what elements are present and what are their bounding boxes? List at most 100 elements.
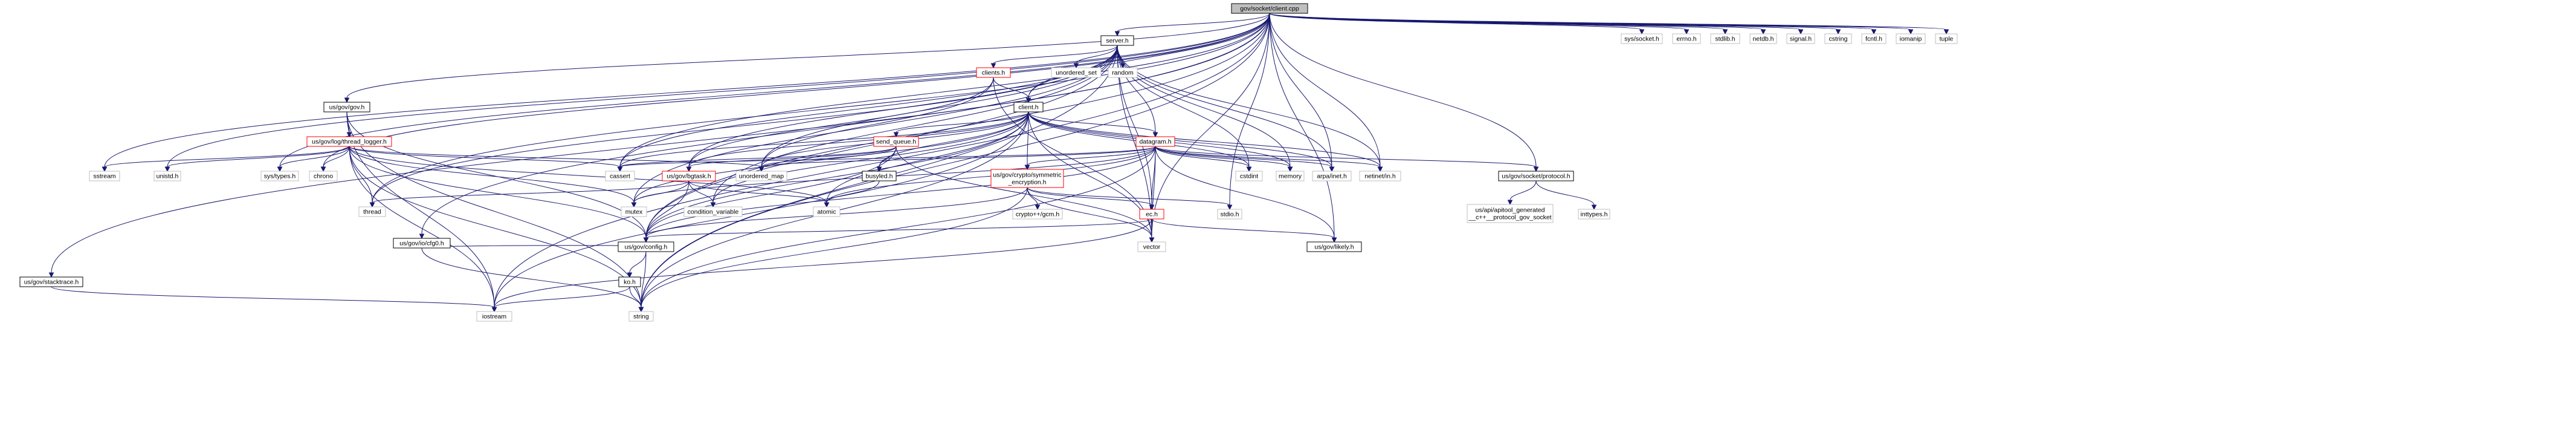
edge-arrowhead <box>1591 204 1597 210</box>
edge-arrowhead <box>1639 29 1645 35</box>
edge-client_cpp-to-tuple <box>1269 13 1949 35</box>
node-sstream: sstream <box>89 171 120 181</box>
node-unordered-map: unordered_map <box>735 171 787 181</box>
edge-line <box>645 146 897 238</box>
node-box <box>1578 209 1610 220</box>
node-likely[interactable]: us/gov/likely.h <box>1306 241 1362 252</box>
edge-client_cpp-to-string <box>638 13 1270 313</box>
edge-line <box>349 146 495 308</box>
node-box <box>662 171 716 181</box>
edge-arrowhead <box>710 202 716 208</box>
edge-datagram-to-protocol_h <box>1155 146 1539 172</box>
edge-line <box>1269 13 1839 30</box>
edge-line <box>826 180 880 203</box>
node-box <box>621 206 647 217</box>
edge-thread_logger-to-sstream <box>102 146 350 172</box>
edge-client_cpp-to-server_h <box>1114 13 1270 37</box>
node-label: client.h <box>1018 104 1038 111</box>
node-protocol-h[interactable]: us/gov/socket/protocol.h <box>1498 171 1574 181</box>
node-send-queue[interactable]: send_queue.h <box>873 136 919 147</box>
edge-line <box>1155 146 1250 168</box>
node-fcntl: fcntl.h <box>1861 33 1887 44</box>
edge-datagram-to-arpa_inet <box>1155 146 1335 172</box>
edge-line <box>688 77 994 168</box>
node-client-h[interactable]: client.h <box>1013 102 1044 113</box>
edge-line <box>688 180 827 203</box>
edge-client_cpp-to-thread <box>369 13 1270 208</box>
edge-line <box>619 146 897 168</box>
edge-line <box>1028 13 1270 99</box>
node-label: netdb.h <box>1752 36 1774 43</box>
node-box <box>813 206 841 217</box>
node-apitool: us/api/apitool_generated__c++__protocol_… <box>1467 204 1554 223</box>
node-box <box>1108 67 1138 78</box>
node-stacktrace[interactable]: us/gov/stacktrace.h <box>19 276 83 287</box>
node-server-h[interactable]: server.h <box>1100 35 1134 46</box>
edge-line <box>641 146 1156 308</box>
edge-line <box>629 251 647 273</box>
node-box <box>1276 171 1305 181</box>
edge-line <box>349 146 621 168</box>
edge-line <box>1028 111 1381 168</box>
edge-line <box>1269 13 1801 30</box>
node-label: __c++__protocol_gov_socket <box>1468 214 1551 221</box>
edge-line <box>1269 13 1335 238</box>
edge-line <box>645 13 1270 238</box>
edge-arrowhead <box>277 166 283 172</box>
node-box <box>358 206 386 217</box>
edge-line <box>645 218 1152 238</box>
node-box <box>976 67 1011 78</box>
edge-line <box>688 180 714 203</box>
node-box <box>323 102 370 113</box>
edge-bgtask-to-condvar <box>688 180 716 208</box>
edge-line <box>896 111 1029 133</box>
node-datagram[interactable]: datagram.h <box>1135 136 1175 147</box>
node-box <box>1896 33 1926 44</box>
node-sys-types: sys/types.h <box>260 171 299 181</box>
node-box <box>1749 33 1777 44</box>
edge-symmetric-to-stdio <box>1027 187 1233 210</box>
edge-send_queue-to-vector <box>896 146 1155 243</box>
node-ec-h[interactable]: ec.h <box>1139 209 1164 220</box>
edge-arrowhead <box>1246 166 1252 172</box>
edge-line <box>1028 111 1156 133</box>
edge-server_h-to-clients_h <box>990 45 1118 69</box>
node-label: us/gov/bgtask.h <box>667 173 711 180</box>
node-cryptopp-gcm: crypto++/gcm.h <box>1012 209 1063 220</box>
edge-client_h-to-condvar <box>710 111 1029 208</box>
edge-line <box>645 180 689 238</box>
node-busyled[interactable]: busyled.h <box>862 171 897 181</box>
edge-line <box>346 13 1270 99</box>
node-box <box>1217 209 1242 220</box>
node-config-h[interactable]: us/gov/config.h <box>618 241 674 252</box>
edge-line <box>1027 111 1029 166</box>
node-bgtask[interactable]: us/gov/bgtask.h <box>662 171 716 181</box>
edge-line <box>993 45 1118 64</box>
node-label: us/gov/socket/protocol.h <box>1502 173 1570 180</box>
edge-arrowhead <box>643 237 649 243</box>
edge-symmetric-to-ec_h <box>1027 187 1155 210</box>
edge-arrowhead <box>164 166 170 172</box>
edge-client_h-to-datagram <box>1028 111 1158 138</box>
edge-client_h-to-bgtask <box>686 111 1029 172</box>
node-cfg0[interactable]: us/gov/io/cfg0.h <box>393 238 451 249</box>
node-client-cpp[interactable]: gov/socket/client.cpp <box>1231 3 1308 14</box>
edge-arrowhead <box>1152 132 1158 138</box>
node-clients-h[interactable]: clients.h <box>976 67 1011 78</box>
node-label: iomanip <box>1900 36 1922 43</box>
edge-arrowhead <box>631 202 637 208</box>
node-thread-logger[interactable]: us/gov/log/thread_logger.h <box>306 136 392 147</box>
edge-line <box>1027 146 1156 166</box>
edge-arrowhead <box>1073 63 1079 69</box>
edge-line <box>104 146 350 168</box>
edge-arrowhead <box>1025 97 1031 103</box>
edge-arrowhead <box>990 63 996 69</box>
node-label: string <box>633 313 649 321</box>
node-ko-h[interactable]: ko.h <box>618 276 641 287</box>
edge-line <box>494 218 1152 308</box>
edge-client_cpp-to-netinet_in <box>1269 13 1383 172</box>
edge-line <box>167 13 1270 168</box>
edge-bgtask-to-mutex <box>631 180 689 208</box>
node-gov-h[interactable]: us/gov/gov.h <box>323 102 370 113</box>
node-symmetric[interactable]: us/gov/crypto/symmetric_encryption.h <box>990 169 1064 188</box>
